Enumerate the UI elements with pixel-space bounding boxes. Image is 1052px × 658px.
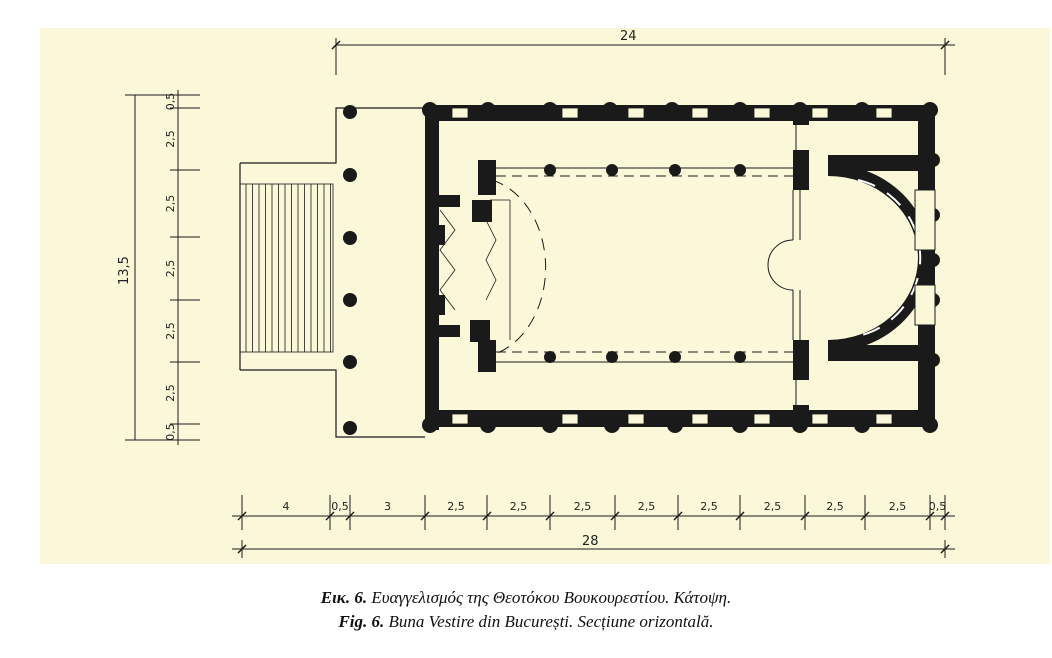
bottom-segment-label: 2,5	[447, 500, 465, 513]
left-segment-label: 2,5	[164, 384, 177, 402]
top-dimension: 24	[331, 29, 955, 75]
inner-structure	[425, 105, 920, 427]
left-segment-label: 2,5	[164, 195, 177, 213]
buttress	[926, 153, 940, 167]
bottom-segment-label: 2,5	[826, 500, 844, 513]
window-openings	[451, 107, 893, 425]
buttress	[667, 417, 683, 433]
apse	[827, 164, 936, 352]
bottom-segment-label: 2,5	[764, 500, 782, 513]
buttress	[854, 102, 870, 118]
buttress	[542, 102, 558, 118]
caption-greek-text: Ευαγγελισμός της Θεοτόκου Βουκουρεστίου.…	[371, 588, 732, 607]
caption-greek-line: Εικ. 6. Ευαγγελισμός της Θεοτόκου Βουκου…	[0, 586, 1052, 610]
buttress	[604, 417, 620, 433]
bottom-segment-label: 0,5	[929, 500, 947, 513]
buttress	[480, 417, 496, 433]
buttress	[732, 102, 748, 118]
left-segment-label: 2,5	[164, 322, 177, 340]
buttress	[422, 102, 438, 118]
bottom-segment-label: 3	[384, 500, 391, 513]
porch-outline	[239, 107, 425, 438]
wall-buttresses	[422, 102, 940, 433]
left-dimension: 13,5 0,5 2,5 2,5 2,5 2,5 2,5 0,5	[117, 90, 200, 445]
entrance-stairs	[239, 183, 334, 353]
outer-walls	[425, 105, 935, 430]
drawing-plate: 24 13,5 0,5 2,5 2,5 2,5 2,5 2,5 0,5	[40, 28, 1050, 564]
left-segment-label: 0,5	[164, 423, 177, 441]
buttress	[480, 102, 496, 118]
left-segment-label: 0,5	[164, 93, 177, 111]
left-dimension-label: 13,5	[117, 256, 132, 285]
figure-caption: Εικ. 6. Ευαγγελισμός της Θεοτόκου Βουκου…	[0, 586, 1052, 634]
nave-colonnade	[496, 164, 793, 363]
top-dimension-label: 24	[620, 29, 637, 44]
buttress	[922, 417, 938, 433]
bottom-overall-dimension: 28	[232, 534, 955, 558]
buttress	[922, 102, 938, 118]
caption-latin-label: Fig. 6.	[338, 612, 385, 631]
buttress	[664, 102, 680, 118]
bottom-segment-label: 2,5	[638, 500, 656, 513]
bottom-segment-label: 2,5	[889, 500, 907, 513]
bottom-segment-label: 0,5	[331, 500, 349, 513]
nave-dome-outline	[439, 179, 547, 356]
iconostasis-wall	[767, 125, 801, 405]
left-segment-label: 2,5	[164, 130, 177, 148]
floor-plan-drawing: 24 13,5 0,5 2,5 2,5 2,5 2,5 2,5 0,5	[117, 29, 955, 558]
buttress	[926, 353, 940, 367]
caption-latin-line: Fig. 6. Buna Vestire din București. Secț…	[0, 610, 1052, 634]
left-segment-label: 2,5	[164, 260, 177, 278]
bottom-segment-dimension: 4 0,5 3 2,5 2,5 2,5 2,5 2,5 2,5 2,5 2,5 0,5	[232, 495, 955, 530]
buttress	[602, 102, 618, 118]
bottom-segment-label: 4	[283, 500, 290, 513]
porch-columns	[343, 105, 357, 435]
bottom-segment-label: 2,5	[510, 500, 528, 513]
bottom-segment-label: 2,5	[574, 500, 592, 513]
buttress	[542, 417, 558, 433]
bottom-overall-label: 28	[582, 534, 599, 549]
caption-latin-text: Buna Vestire din București. Secțiune ori…	[388, 612, 714, 631]
buttress	[854, 417, 870, 433]
caption-greek-label: Εικ. 6.	[320, 588, 368, 607]
buttress	[732, 417, 748, 433]
bottom-segment-label: 2,5	[700, 500, 718, 513]
buttress	[422, 417, 438, 433]
